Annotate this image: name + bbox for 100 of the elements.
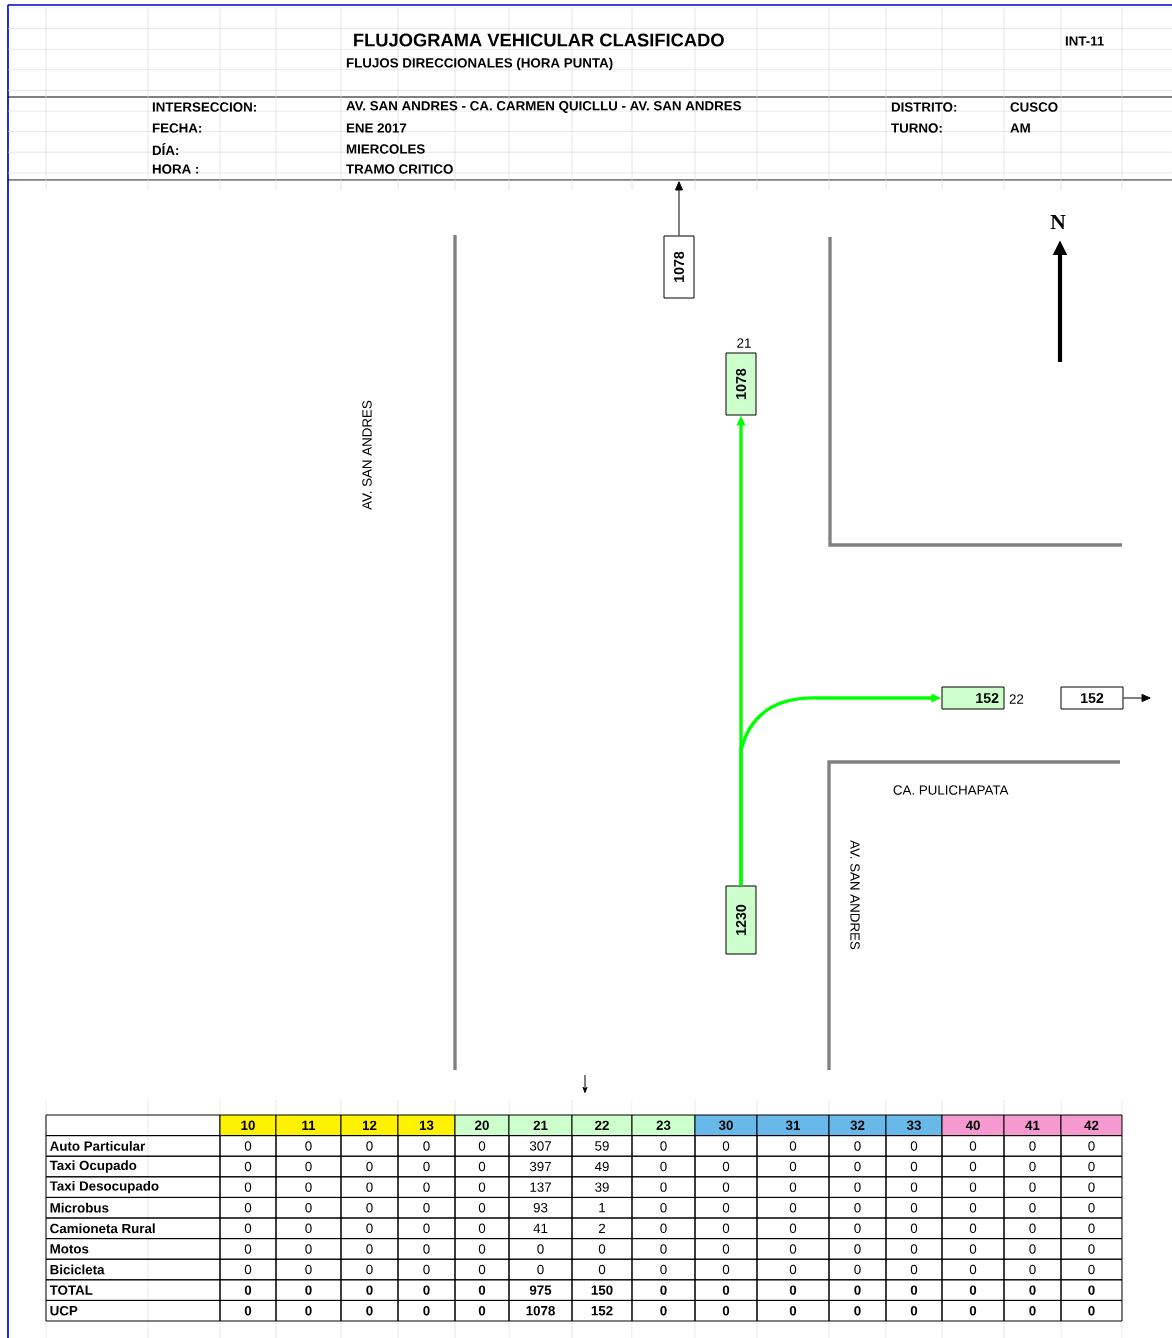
table-cell: 0 <box>631 1299 696 1322</box>
table-cell: 0 <box>397 1217 456 1240</box>
table-cell: 93 <box>508 1196 573 1219</box>
table-cell: 0 <box>885 1279 943 1301</box>
table-cell: 0 <box>454 1217 510 1240</box>
table-cell: 0 <box>1003 1155 1062 1178</box>
table-cell: 0 <box>397 1135 456 1157</box>
street-name: AV. SAN ANDRES <box>362 400 372 510</box>
table-cell: 0 <box>828 1135 887 1157</box>
table-cell: 0 <box>219 1238 277 1260</box>
row-label-cell: TOTAL <box>45 1279 221 1301</box>
table-cell: 0 <box>941 1258 1005 1281</box>
table-cell: 0 <box>694 1135 758 1157</box>
table-cell: 0 <box>275 1176 342 1198</box>
field-label: FECHA: <box>152 123 202 133</box>
table-cell: 0 <box>219 1258 277 1281</box>
table-cell: 0 <box>828 1176 887 1198</box>
header-cell: 30 <box>694 1114 758 1137</box>
table-cell: 0 <box>1003 1258 1062 1281</box>
header-cell: 23 <box>631 1114 696 1137</box>
table-cell: 0 <box>571 1238 633 1260</box>
header-cell: 33 <box>885 1114 943 1137</box>
table-cell: 307 <box>508 1135 573 1157</box>
table-cell: 0 <box>219 1135 277 1157</box>
table-cell: 0 <box>219 1155 277 1178</box>
table-cell: 0 <box>941 1217 1005 1240</box>
header-cell: 32 <box>828 1114 887 1137</box>
header-cell: 13 <box>397 1114 456 1137</box>
table-cell: 0 <box>219 1279 277 1301</box>
table-cell: 0 <box>397 1258 456 1281</box>
table-cell: 49 <box>571 1155 633 1178</box>
table-cell: 0 <box>694 1196 758 1219</box>
table-cell: 0 <box>1003 1299 1062 1322</box>
table-cell: 150 <box>571 1279 633 1301</box>
table-cell: 0 <box>1060 1299 1123 1322</box>
field-label: DISTRITO: <box>891 102 957 112</box>
table-cell: 397 <box>508 1155 573 1178</box>
table-cell: 0 <box>1060 1176 1123 1198</box>
table-cell: 0 <box>631 1279 696 1301</box>
field-label: DÍA: <box>152 143 179 155</box>
table-cell: 0 <box>454 1238 510 1260</box>
row-label-cell: Microbus <box>45 1196 221 1219</box>
table-cell: 0 <box>828 1155 887 1178</box>
table-cell: 1078 <box>508 1299 573 1322</box>
table-cell: 0 <box>885 1176 943 1198</box>
table-cell: 0 <box>828 1238 887 1260</box>
street-name: CA. PULICHAPATA <box>893 785 1009 795</box>
table-cell: 0 <box>941 1155 1005 1178</box>
table-cell: 0 <box>885 1196 943 1219</box>
table-cell: 0 <box>340 1258 399 1281</box>
table-cell: 0 <box>1003 1217 1062 1240</box>
row-label-cell: Bicicleta <box>45 1258 221 1281</box>
table-cell: 0 <box>1003 1279 1062 1301</box>
table-cell: 0 <box>1060 1217 1123 1240</box>
table-cell: 0 <box>454 1155 510 1178</box>
table-cell: 0 <box>756 1258 830 1281</box>
field-value: ENE 2017 <box>346 123 407 133</box>
table-cell: 0 <box>508 1238 573 1260</box>
row-label-cell: UCP <box>45 1299 221 1322</box>
table-cell: 0 <box>756 1135 830 1157</box>
table-cell: 0 <box>1060 1258 1123 1281</box>
field-label: HORA : <box>152 164 199 174</box>
table-cell: 0 <box>756 1176 830 1198</box>
table-cell: 0 <box>219 1217 277 1240</box>
table-cell: 0 <box>275 1238 342 1260</box>
count-box: 152 <box>941 686 1005 710</box>
table-cell: 0 <box>397 1238 456 1260</box>
table-cell: 0 <box>340 1196 399 1219</box>
table-cell: 0 <box>1003 1196 1062 1219</box>
table-cell: 0 <box>1060 1155 1123 1178</box>
table-cell: 0 <box>756 1155 830 1178</box>
code-label: INT-11 <box>1065 36 1104 46</box>
table-cell: 0 <box>1003 1176 1062 1198</box>
table-cell: 0 <box>694 1176 758 1198</box>
field-value: CUSCO <box>1010 102 1058 112</box>
table-cell: 0 <box>631 1238 696 1260</box>
header-cell: 41 <box>1003 1114 1062 1137</box>
table-cell: 2 <box>571 1217 633 1240</box>
table-cell: 0 <box>1003 1135 1062 1157</box>
table-cell: 0 <box>941 1176 1005 1198</box>
header-cell: 22 <box>571 1114 633 1137</box>
table-cell: 0 <box>454 1196 510 1219</box>
row-label-cell: Motos <box>45 1238 221 1260</box>
row-label-cell: Auto Particular <box>45 1135 221 1157</box>
table-cell: 0 <box>885 1238 943 1260</box>
table-cell: 39 <box>571 1176 633 1198</box>
table-cell: 0 <box>694 1155 758 1178</box>
table-cell: 0 <box>828 1299 887 1322</box>
table-cell: 0 <box>454 1176 510 1198</box>
table-cell: 0 <box>219 1196 277 1219</box>
table-cell: 0 <box>631 1135 696 1157</box>
count-box: 1078 <box>663 235 695 299</box>
flow-arrow <box>674 181 684 236</box>
table-cell: 0 <box>828 1279 887 1301</box>
table-cell: 0 <box>694 1258 758 1281</box>
table-cell: 0 <box>275 1217 342 1240</box>
table-cell: 0 <box>454 1279 510 1301</box>
table-cell: 0 <box>885 1258 943 1281</box>
table-cell: 0 <box>631 1155 696 1178</box>
table-cell: 1 <box>571 1196 633 1219</box>
